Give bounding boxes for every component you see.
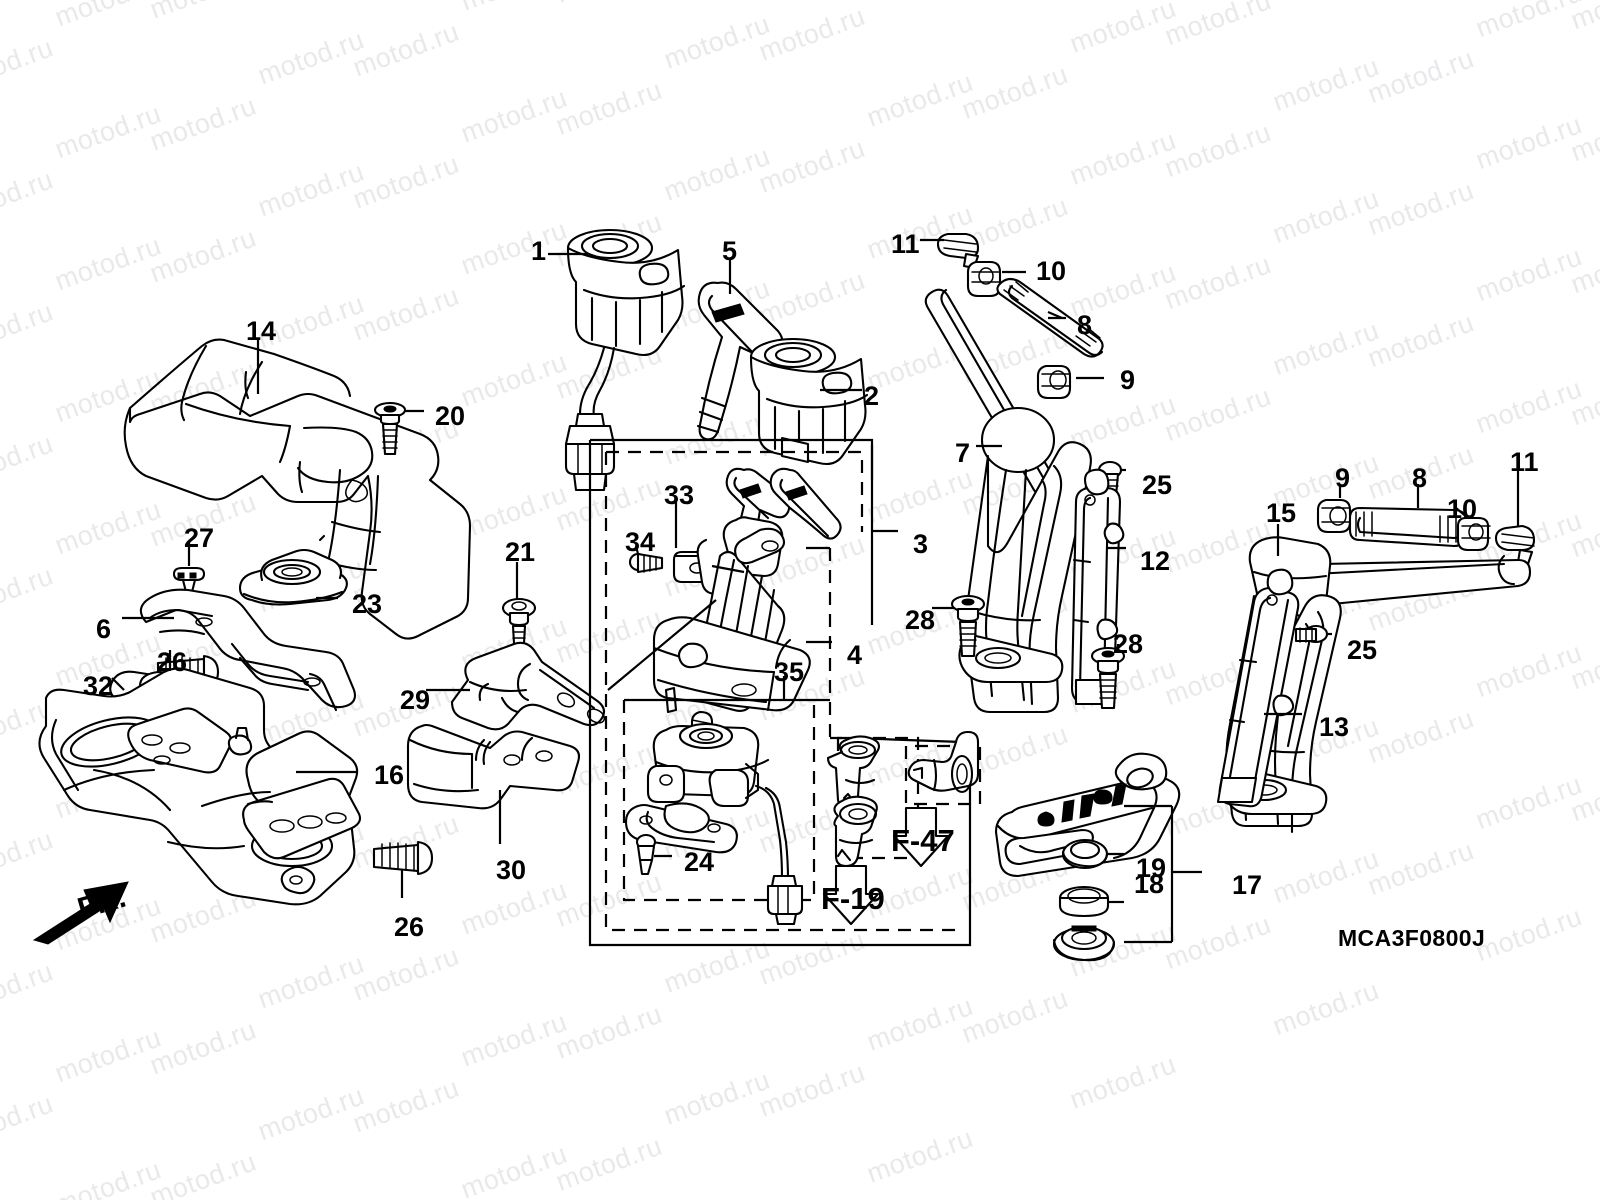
callout-handlebar-end-screw-left[interactable]: 11 [891, 229, 920, 259]
part-30-lock-mount-plate [406, 723, 581, 810]
callout-harness-cover-right[interactable]: 13 [1319, 712, 1350, 742]
part-10-weight-nut-left [966, 260, 1002, 298]
remote-cover-ring [1052, 925, 1116, 962]
callout-handlebar-weight-nut-right[interactable]: 10 [1447, 494, 1478, 524]
ref-label-f19[interactable]: F-19 [821, 881, 885, 916]
part-18-remote-battery [1058, 885, 1110, 918]
callout-handlebar-holder-bolt[interactable]: 26 [157, 647, 188, 677]
ref-label-f47[interactable]: F-47 [891, 823, 955, 858]
part-17-transmitter-assembly [994, 752, 1181, 878]
part-7-handlebar-pipe-left [924, 288, 1092, 714]
part-24-seat-lock-screw [635, 833, 657, 876]
callout-remote-battery[interactable]: 18 [1134, 869, 1165, 899]
part-6-handlebar-holder-upper [139, 588, 357, 712]
part-8-handlebar-weight-right [1348, 506, 1468, 548]
part-16-top-bridge [38, 667, 362, 906]
callout-handlebar-weight-right[interactable]: 8 [1412, 463, 1428, 493]
callout-seat-lock-cylinder[interactable]: 2 [864, 381, 880, 411]
ref-arrow-f19 [822, 864, 880, 926]
part-35-seat-lock-switch [624, 722, 804, 926]
callout-lock-set-assembly[interactable]: 3 [913, 529, 929, 559]
part-1-ignition-switch [564, 228, 686, 492]
ref-arrow-f47 [892, 806, 950, 868]
callout-steering-stem-nut[interactable]: 23 [352, 589, 383, 619]
part-26-flange-bolt-lower [372, 840, 434, 876]
part-23-steering-stem-nut [238, 548, 348, 606]
callout-harness-clamp-screw-left[interactable]: 25 [1142, 470, 1173, 500]
callout-cover-screw[interactable]: 20 [435, 401, 466, 431]
callout-steering-lock-bracket[interactable]: 33 [664, 480, 695, 510]
part-10-weight-nut-right [1456, 516, 1491, 552]
callout-handlebar-weight-nut-left[interactable]: 10 [1036, 256, 1067, 286]
part-28-clamp-bolt-left [950, 594, 986, 658]
part-9-weight-collar-right [1316, 498, 1352, 534]
part-lock-assembly [652, 467, 842, 774]
callout-key[interactable]: 5 [722, 236, 738, 266]
direction-arrow-front [32, 881, 129, 945]
callout-top-bridge-cover[interactable]: 14 [246, 316, 277, 346]
callout-lock-mount-bracket[interactable]: 29 [400, 685, 431, 715]
part-14-top-bridge-cover [123, 338, 472, 640]
part-34-steering-lock-screw [628, 552, 664, 574]
callout-harness-clamp-bolt-right[interactable]: 28 [1113, 629, 1144, 659]
callout-transmitter-assembly[interactable]: 17 [1232, 870, 1263, 900]
callout-top-bridge[interactable]: 16 [374, 760, 405, 790]
part-28-clamp-bolt-right [1090, 646, 1126, 710]
callout-seat-lock-switch-assembly[interactable]: 35 [774, 657, 805, 687]
callout-cover-grommet-bolt[interactable]: 27 [184, 523, 215, 553]
lock-cylinder-f19-lower [833, 795, 878, 868]
callout-handlebar-pipe-left[interactable]: 7 [955, 438, 971, 468]
lock-cylinder-f47 [907, 730, 980, 794]
part-code-label: MCA3F0800J [1338, 925, 1486, 951]
callout-lock-mount-plate[interactable]: 30 [496, 855, 527, 885]
callout-handlebar-weight-left[interactable]: 8 [1077, 310, 1093, 340]
callout-remote-o-ring[interactable]: 19 [1136, 853, 1167, 883]
part-2-seat-lock-cylinder [749, 337, 869, 466]
part-20-cover-screw [373, 401, 407, 456]
lock-cylinder-f19-upper [826, 735, 881, 810]
callout-lock-cylinder-set[interactable]: 4 [847, 640, 863, 670]
callout-seat-lock-screw[interactable]: 24 [684, 847, 715, 877]
callout-harness-clamp-screw-right[interactable]: 25 [1347, 635, 1378, 665]
callout-steering-lock-screw[interactable]: 34 [625, 527, 656, 557]
callout-handlebar-pipe-right[interactable]: 15 [1266, 498, 1297, 528]
callout-handlebar-holder-upper[interactable]: 6 [96, 614, 112, 644]
callout-handlebar-weight-collar-l[interactable]: 9 [1120, 365, 1136, 395]
callout-bracket-bolt[interactable]: 21 [505, 537, 536, 567]
part-29-lock-mount-bracket [450, 641, 606, 731]
part-19-remote-o-ring [1061, 838, 1109, 870]
callout-harness-clamp-bolt-left[interactable]: 28 [905, 605, 936, 635]
callout-ignition-switch[interactable]: 1 [531, 236, 547, 266]
callout-top-bridge-bolt[interactable]: 26 [394, 912, 425, 942]
callout-handlebar-weight-collar-r[interactable]: 9 [1335, 463, 1351, 493]
part-9-weight-collar-left [1036, 364, 1072, 400]
callout-cable-clip[interactable]: 32 [83, 671, 114, 701]
callout-handlebar-end-screw-right[interactable]: 11 [1510, 447, 1539, 477]
part-25-clamp-screw-right [1294, 624, 1329, 644]
callout-harness-cover-left[interactable]: 12 [1140, 546, 1171, 576]
